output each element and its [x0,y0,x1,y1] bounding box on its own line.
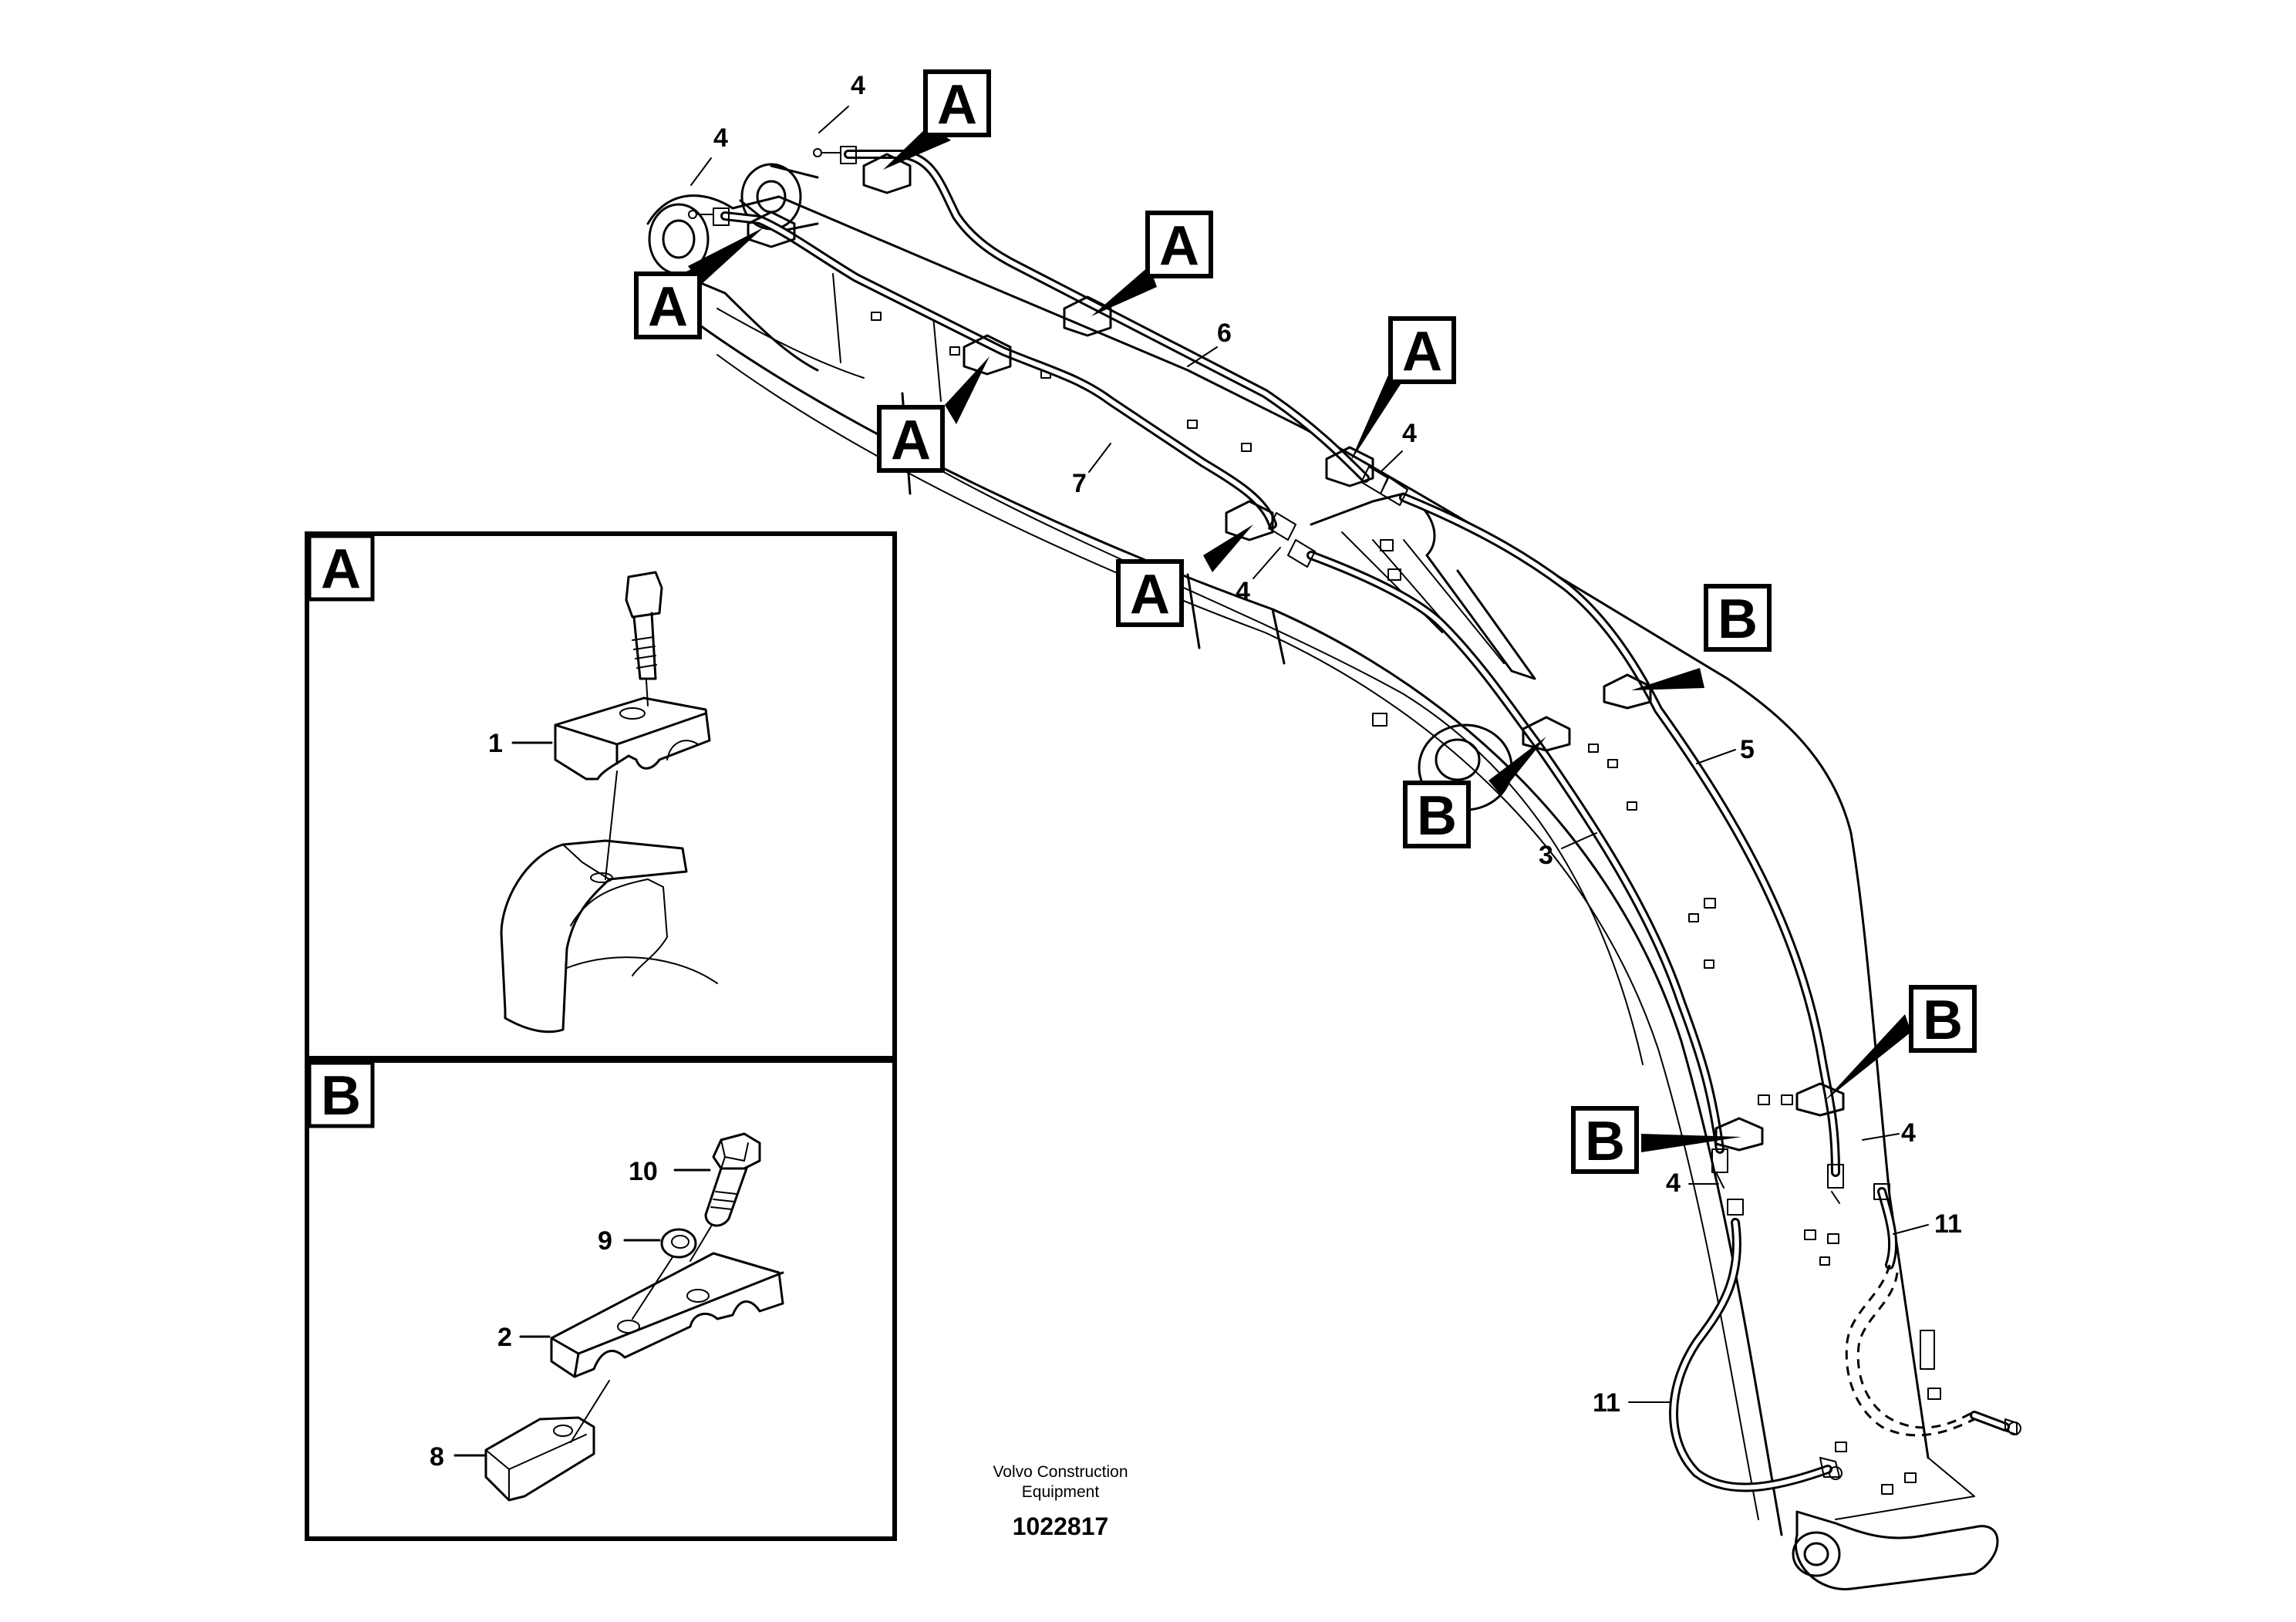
callout-a-1: A [923,69,991,137]
label-4-lower-left: 4 [1666,1168,1681,1198]
panel-b-base [484,1416,595,1502]
callout-b-3: B [1909,985,1977,1053]
callout-b-4: B [1571,1106,1639,1174]
panel-b-label-8: 8 [430,1442,444,1472]
callout-boxes: A A A A A A B B [634,69,1977,1174]
callout-b-3-letter: B [1923,990,1963,1051]
callout-a-1-letter: A [937,74,977,136]
panel-b-washer [660,1228,697,1259]
footer-brand-line1: Volvo Construction [993,1463,1128,1481]
label-4-mid-lower: 4 [1236,577,1250,606]
label-4-lower-right: 4 [1901,1118,1916,1148]
label-4-mid-upper: 4 [1402,419,1417,448]
callout-b-2: B [1403,781,1471,848]
panel-a-mount [500,839,718,1034]
label-4-top-right: 4 [851,71,865,100]
hydraulic-pipes [688,146,2021,1492]
callout-a-2: A [634,271,702,339]
label-11-right: 11 [1934,1209,1962,1239]
panel-b-label-9: 9 [598,1226,612,1256]
footer-brand-line2: Equipment [1022,1483,1100,1501]
callout-b-1-letter: B [1718,588,1758,650]
panel-a-label-1: 1 [488,729,503,758]
boom-clamps [747,153,1845,1152]
callout-pointers [688,125,1911,1152]
callout-a-6: A [1116,559,1184,627]
callout-b-1: B [1704,584,1772,652]
label-6: 6 [1217,319,1232,348]
detail-panel-b: B 10 9 2 [305,1058,897,1541]
panel-b-clamp [550,1252,784,1378]
callout-a-2-letter: A [648,276,688,338]
callout-a-4-letter: A [891,410,931,471]
panel-b-label-2: 2 [497,1323,512,1352]
panel-a-bolt [625,571,663,706]
callout-a-6-letter: A [1130,564,1170,626]
panel-b-title: B [321,1065,361,1127]
drawing-footer: Volvo Construction Equipment 1022817 [993,1463,1128,1540]
footer-drawing-number: 1022817 [1013,1512,1109,1540]
part-labels-main: 4 4 6 7 4 4 5 3 4 4 11 11 [690,71,1962,1418]
label-3: 3 [1539,841,1553,870]
callout-b-2-letter: B [1417,785,1457,847]
label-11-left: 11 [1593,1388,1620,1418]
callout-a-5: A [1388,316,1456,384]
panel-a-clamp [554,696,711,781]
panel-a-title: A [321,538,361,600]
panel-b-label-10: 10 [629,1157,658,1186]
panel-b-bolt [689,1132,761,1262]
callout-a-3: A [1145,211,1213,278]
label-5: 5 [1740,735,1755,764]
boom-bolt-marks [871,312,1941,1495]
label-7: 7 [1072,469,1087,498]
callout-a-4: A [877,405,945,473]
detail-panel-a: A 1 [305,531,897,1061]
callout-a-3-letter: A [1159,215,1199,277]
label-4-top-left: 4 [713,123,728,153]
callout-b-4-letter: B [1585,1111,1625,1172]
callout-a-5-letter: A [1402,321,1442,383]
